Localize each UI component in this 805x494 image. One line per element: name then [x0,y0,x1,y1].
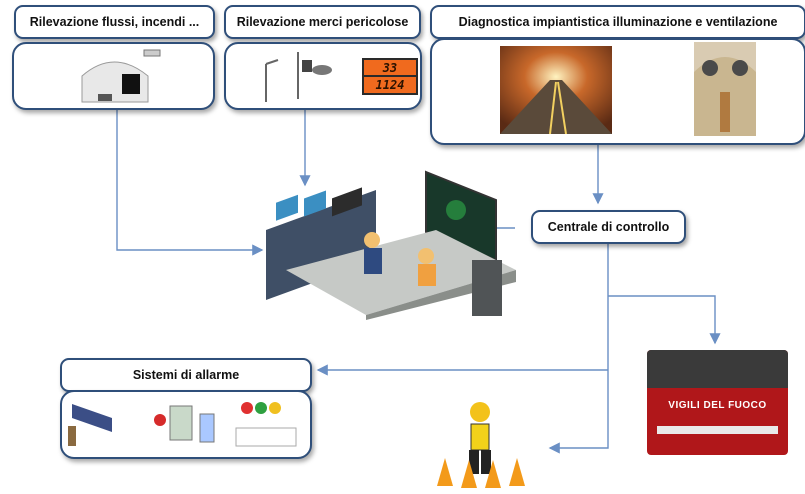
connector-centrale-down [548,242,609,454]
merci-label-box: Rilevazione merci pericolose [224,5,421,39]
fire-truck-text: VIGILI DEL FUOCO [668,400,767,411]
merci-panel: 33 1124 [224,42,422,110]
tunnel-ventilation-photo [694,42,756,136]
fire-truck-bumper [657,426,778,434]
tunnel-sensor-illustration [81,49,161,103]
tunnel-lighting-photo [500,46,612,134]
flussi-label: Rilevazione flussi, incendi ... [29,15,200,29]
fire-truck-photo: VIGILI DEL FUOCO [647,350,788,455]
road-sensor-illustration [265,52,332,102]
flussi-panel [12,42,215,110]
hazard-plate-bottom: 1124 [362,75,418,95]
control-room-illustration [266,170,516,320]
diagnostica-panel [430,38,805,145]
connector-flussi [116,108,264,256]
diagnostica-label: Diagnostica impiantistica illuminazione … [458,15,778,29]
allarme-label: Sistemi di allarme [132,368,240,382]
connector-to-vvf [608,295,721,345]
alarm-systems-illustration [68,402,297,447]
road-worker-illustration [437,402,525,488]
flussi-label-box: Rilevazione flussi, incendi ... [14,5,215,39]
centrale-label: Centrale di controllo [547,220,670,234]
fire-truck-windshield [647,350,788,388]
centrale-label-box: Centrale di controllo [531,210,686,244]
allarme-label-box: Sistemi di allarme [60,358,312,392]
diagnostica-label-box: Diagnostica impiantistica illuminazione … [430,5,805,39]
allarme-panel [60,390,312,459]
merci-label: Rilevazione merci pericolose [236,15,409,29]
